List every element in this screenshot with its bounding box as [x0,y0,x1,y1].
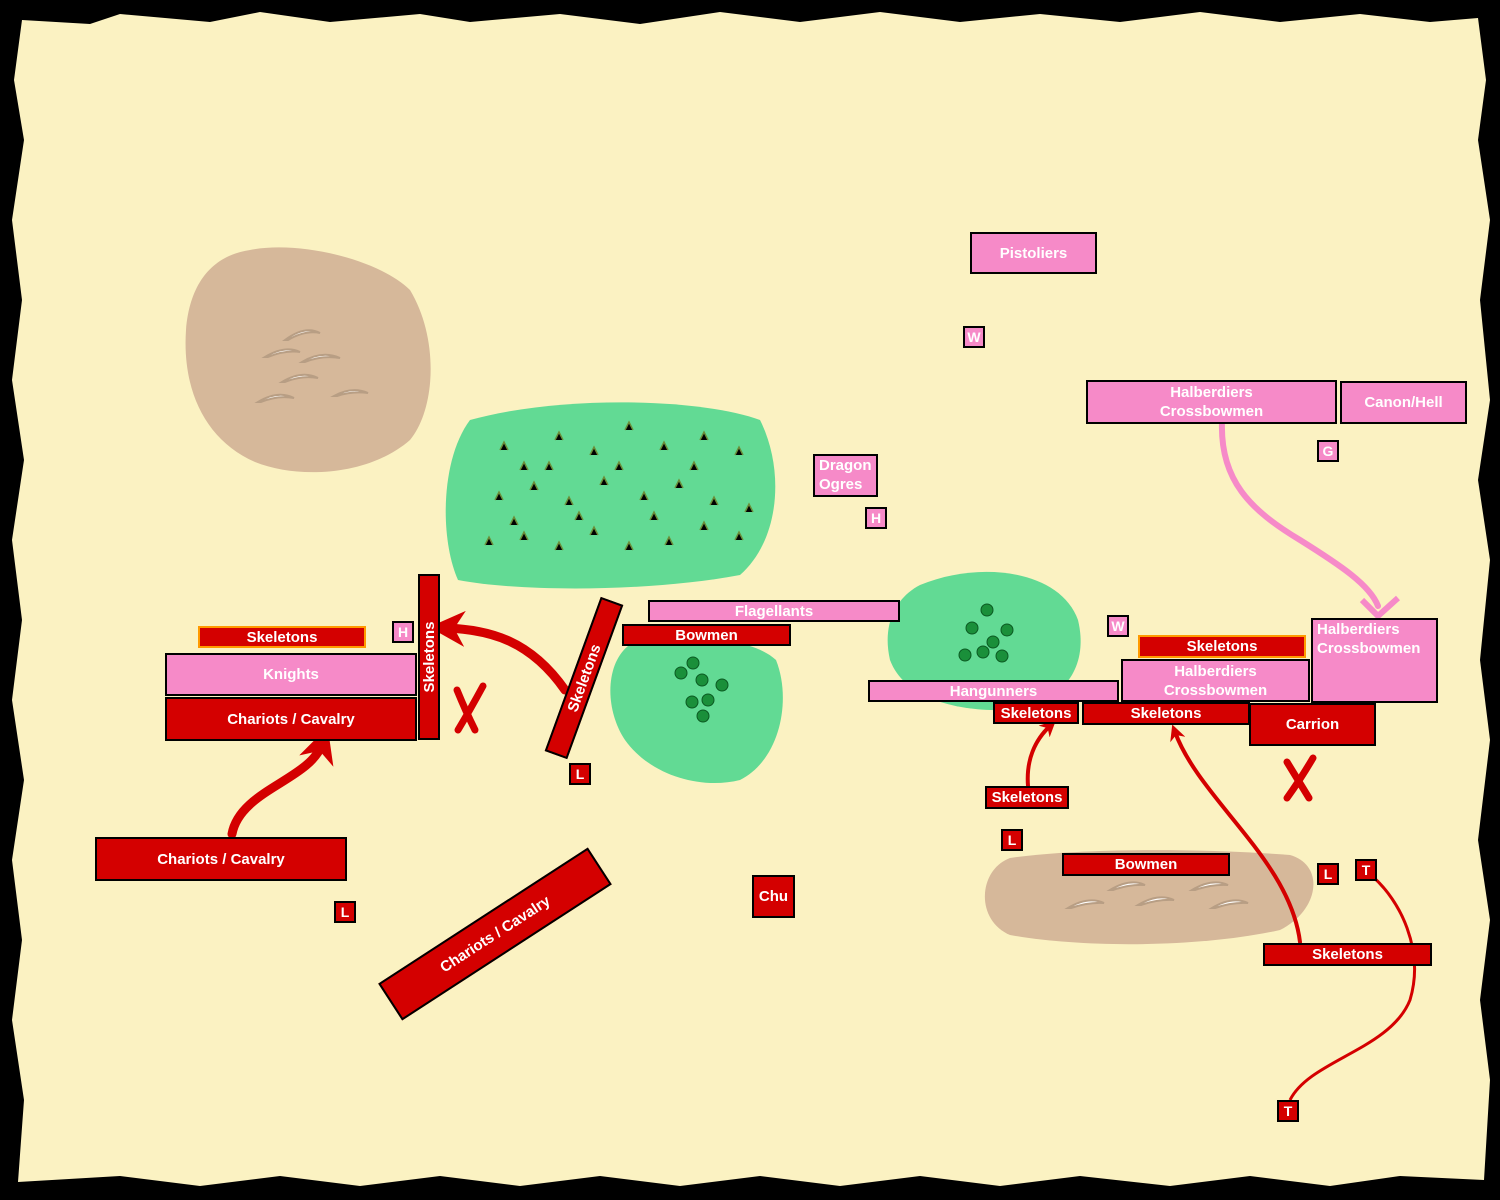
unit-knights[interactable]: Knights [165,653,417,696]
move-arrow-halberdiers-reform [1218,419,1381,609]
destroyed-mark-west [453,682,487,734]
unit-label-line2: Crossbowmen [1317,640,1421,657]
unit-label-line1: Halberdiers [1317,621,1400,638]
unit-dragon-ogres[interactable]: Dragon Ogres [813,454,878,497]
unit-skeletons-left[interactable]: Skeletons [198,626,366,648]
marker-l-lower[interactable]: L [1001,829,1023,851]
destroyed-mark-east [1283,754,1317,802]
unit-skeletons-right-gold[interactable]: Skeletons [1138,635,1306,658]
marker-l-right[interactable]: L [1317,863,1339,885]
marker-l-center[interactable]: L [569,763,591,785]
unit-halberdiers-right[interactable]: Halberdiers Crossbowmen [1311,618,1438,703]
wood-north [445,402,776,589]
unit-canon-hell[interactable]: Canon/Hell [1340,381,1467,424]
unit-label-line1: Halberdiers [1174,662,1257,680]
marker-w-right[interactable]: W [1107,615,1129,637]
unit-hangunners[interactable]: Hangunners [868,680,1119,702]
wood-center [610,637,783,784]
marker-h-center[interactable]: H [865,507,887,529]
unit-chu[interactable]: Chu [752,875,795,918]
unit-label-line1: Halberdiers [1170,384,1253,401]
teleport-line [1288,874,1416,1101]
unit-flagellants[interactable]: Flagellants [648,600,900,622]
unit-label-line2: Crossbowmen [1163,681,1268,699]
unit-skeletons-right-a[interactable]: Skeletons [993,702,1079,724]
unit-halberdiers-top[interactable]: Halberdiers Crossbowmen [1086,380,1337,424]
unit-label-line2: Ogres [819,476,863,493]
unit-skeletons-lower[interactable]: Skeletons [985,786,1069,809]
unit-bowmen-center[interactable]: Bowmen [622,624,791,646]
unit-bowmen-right[interactable]: Bowmen [1062,853,1230,876]
move-arrow-chariots-advance [227,726,334,839]
unit-chariots-left-rear[interactable]: Chariots / Cavalry [95,837,347,881]
parchment-sheet [12,12,1490,1186]
wood-east [887,571,1081,711]
unit-chariots-left-front[interactable]: Chariots / Cavalry [165,697,417,741]
unit-halberdiers-mid[interactable]: Halberdiers Crossbowmen [1121,659,1310,702]
hill-northwest [185,247,431,473]
unit-label-line2: Crossbowmen [1159,403,1264,420]
move-arrow-skeletons-southeast [1170,724,1302,944]
unit-label-line1: Dragon [819,457,872,474]
marker-h-left[interactable]: H [392,621,414,643]
marker-l-left[interactable]: L [334,901,356,923]
marker-t-top[interactable]: T [1355,859,1377,881]
unit-skeletons-vertical[interactable]: Skeletons [418,574,440,740]
move-arrow-halberdiers-head [1359,595,1401,621]
marker-w-top[interactable]: W [963,326,985,348]
marker-g[interactable]: G [1317,440,1339,462]
move-arrow-skeletons-east [1025,720,1056,788]
unit-skeletons-far-right[interactable]: Skeletons [1263,943,1432,966]
move-arrow-skeletons-to-flank [429,610,570,695]
unit-carrion[interactable]: Carrion [1249,703,1376,746]
unit-pistoliers[interactable]: Pistoliers [970,232,1097,274]
marker-t-bottom[interactable]: T [1277,1100,1299,1122]
unit-skeletons-right-b[interactable]: Skeletons [1082,702,1250,725]
